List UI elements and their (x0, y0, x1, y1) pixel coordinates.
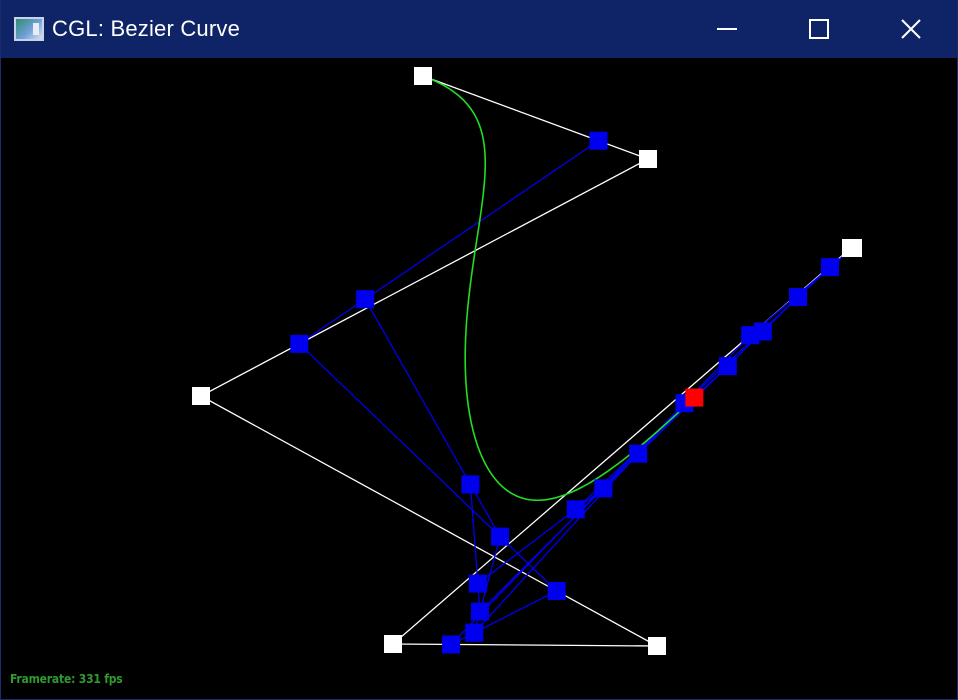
control-polygon (199, 75, 853, 647)
construction-point-l1-3 (442, 635, 461, 654)
control-point-3[interactable] (648, 637, 666, 655)
construction-point-l1-2 (547, 582, 566, 600)
window-title: CGL: Bezier Curve (52, 16, 241, 41)
control-point-1[interactable] (639, 150, 657, 168)
construction-point-l2-4 (821, 258, 840, 277)
framerate-label: Framerate: 331 fps (10, 672, 123, 686)
construction-point-l3-2 (629, 444, 648, 463)
construction-point-l4-1 (594, 479, 613, 498)
construction-polyline-level-1 (298, 140, 853, 646)
control-point-4[interactable] (384, 635, 402, 653)
construction-point-l5-0 (566, 500, 585, 519)
construction-point-l2-2 (465, 623, 484, 642)
construction-point-l5-1 (718, 357, 737, 376)
bezier-canvas[interactable] (1, 58, 957, 699)
minimize-button[interactable] (681, 0, 773, 58)
construction-point-l3-0 (461, 475, 480, 494)
title-bar[interactable]: CGL: Bezier Curve (1, 0, 957, 58)
curve-point-current (685, 388, 704, 407)
construction-point-l2-0 (356, 290, 375, 309)
construction-point-l1-1 (290, 334, 309, 353)
construction-point-l2-1 (491, 527, 510, 546)
control-point-0[interactable] (414, 67, 432, 85)
control-point-6[interactable] (844, 239, 862, 257)
construction-polyline-level-2 (364, 266, 831, 634)
bezier-curve (422, 75, 695, 502)
maximize-icon (809, 19, 829, 39)
construction-point-l4-2 (753, 322, 772, 341)
construction-point-l3-3 (789, 288, 808, 307)
control-point-2[interactable] (192, 387, 210, 405)
construction-point-l1-0 (589, 131, 608, 150)
close-icon (901, 19, 921, 39)
close-button[interactable] (865, 0, 957, 58)
maximize-button[interactable] (773, 0, 865, 58)
cgl-app-icon (14, 17, 44, 41)
window-controls (681, 0, 957, 58)
construction-point-l3-1 (470, 602, 489, 621)
construction-point-l4-0 (468, 574, 487, 593)
minimize-icon (717, 28, 737, 30)
